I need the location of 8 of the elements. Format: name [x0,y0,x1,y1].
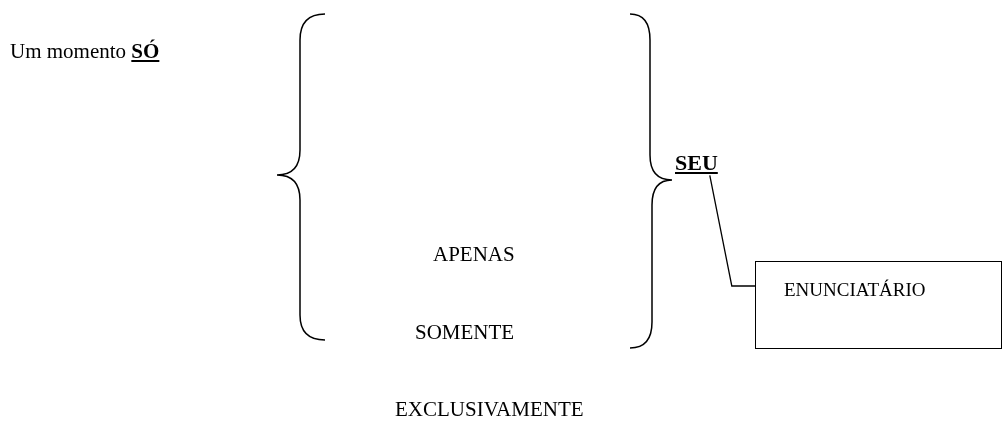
box-label: ENUNCIATÁRIO [784,280,926,301]
text-box [755,261,1002,349]
sentence-text: Um momento SÓ [10,40,160,64]
word-label: EXCLUSIVAMENTE [395,398,584,422]
leader-line [709,174,756,287]
word-label: SEU [675,150,718,176]
word-label: SOMENTE [415,321,515,345]
word-label: APENAS [433,243,515,267]
